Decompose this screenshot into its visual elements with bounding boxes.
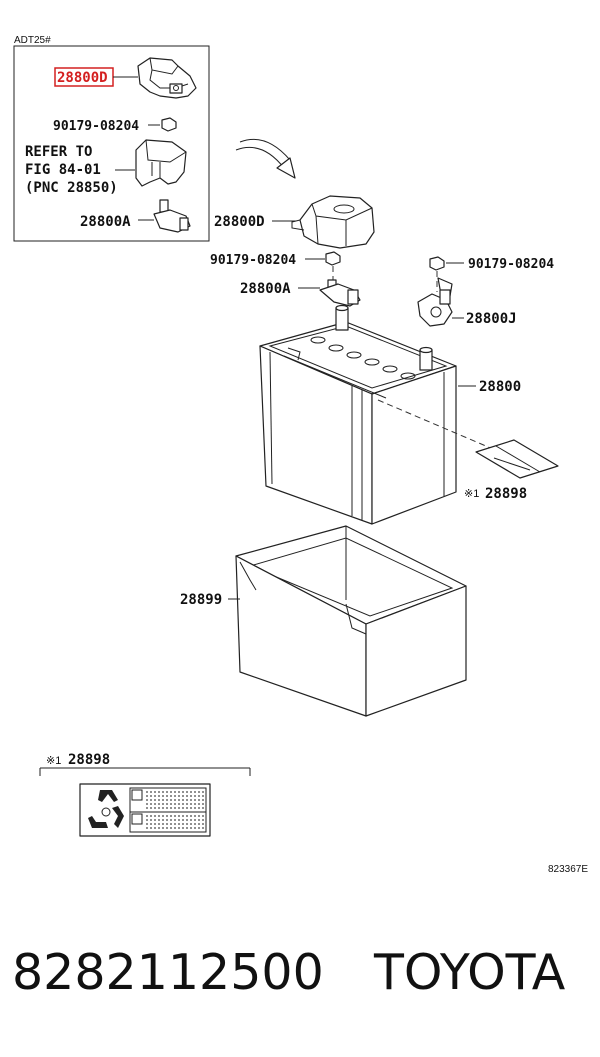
inset-refer-line3[interactable]: (PNC 28850) — [25, 180, 118, 196]
inset-terminal-label[interactable]: 28800A — [80, 214, 131, 230]
footer-caption: 8282112500 TOYOTA — [12, 938, 592, 1008]
battery-label-sticker — [79, 783, 211, 837]
inset-cover-part — [137, 57, 197, 99]
terminal-negative-label[interactable]: 28800J — [466, 311, 517, 327]
inset-refer-line1: REFER TO — [25, 144, 92, 160]
tray-label[interactable]: 28899 — [180, 592, 222, 608]
label-note-label[interactable]: 28898 — [68, 752, 110, 768]
inset-frame — [13, 45, 210, 242]
cover-label[interactable]: 28800D — [214, 214, 265, 230]
recycle-icon — [88, 790, 124, 828]
inset-nut-label[interactable]: 90179-08204 — [53, 119, 139, 134]
nut-left-label[interactable]: 90179-08204 — [210, 253, 296, 268]
battery-label[interactable]: 28800 — [479, 379, 521, 395]
footer-brand: TOYOTA — [374, 944, 566, 1001]
label-sheet-part — [475, 439, 559, 479]
battery-part — [259, 304, 457, 525]
nut-right-label[interactable]: 90179-08204 — [468, 257, 554, 272]
footer-part-number: 8282112500 — [12, 944, 324, 1001]
terminal-positive-part — [319, 279, 361, 307]
inset-fuse-block-part — [135, 139, 187, 187]
diagram-header-code: ADT25# — [14, 35, 51, 46]
label-tag-mark: ※1 — [464, 488, 479, 500]
battery-tray-part — [235, 525, 467, 717]
terminal-negative-part — [417, 277, 453, 327]
terminal-positive-label[interactable]: 28800A — [240, 281, 291, 297]
direction-arrow-icon — [235, 138, 296, 179]
inset-terminal-part — [153, 199, 191, 233]
nut-left-icon — [325, 251, 341, 266]
inset-refer-line2[interactable]: FIG 84-01 — [25, 162, 101, 178]
terminal-cover-part — [291, 195, 375, 249]
diagram-ref-code: 823367E — [548, 864, 588, 875]
inset-highlight-label[interactable]: 28800D — [57, 70, 108, 86]
label-note-mark: ※1 — [46, 755, 61, 767]
inset-nut-icon — [161, 117, 177, 132]
nut-right-icon — [429, 256, 445, 271]
label-tag-label[interactable]: 28898 — [485, 486, 527, 502]
